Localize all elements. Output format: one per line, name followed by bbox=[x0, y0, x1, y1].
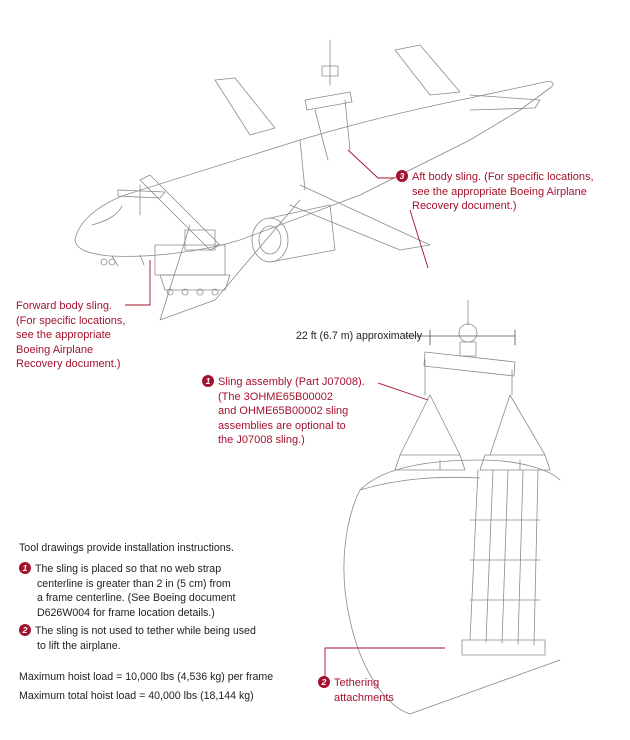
crane bbox=[117, 174, 231, 296]
dimension-label: 22 ft (6.7 m) approximately bbox=[296, 330, 422, 342]
aft-callout-line-3: Recovery document.) bbox=[412, 200, 517, 212]
aft-hoist bbox=[304, 39, 353, 161]
aft-arrow-leader bbox=[409, 209, 429, 269]
forward-body-sling-callout: Forward body sling. (For specific locati… bbox=[16, 299, 125, 372]
sling-callout-line-2: (The 3OHME65B00002 bbox=[218, 390, 333, 403]
forward-leader-line bbox=[125, 260, 151, 306]
forward-callout-line-4: Boeing Airplane bbox=[16, 343, 94, 356]
spreader-beam bbox=[399, 299, 546, 456]
tethering-leader-line bbox=[324, 647, 445, 686]
sling-callout-line-4: assemblies are optional to bbox=[218, 419, 346, 432]
sling-leader-line bbox=[377, 382, 429, 401]
notes-intro: Tool drawings provide installation instr… bbox=[19, 542, 234, 554]
aft-leader-line bbox=[347, 149, 395, 179]
forward-callout-line-2: (For specific locations, bbox=[16, 314, 126, 327]
number-badge: 1 bbox=[202, 375, 214, 387]
sling-callout-line-5: the J07008 sling.) bbox=[218, 434, 305, 446]
max-total-hoist-load: Maximum total hoist load = 40,000 lbs (1… bbox=[19, 690, 254, 702]
max-hoist-load: Maximum hoist load = 10,000 lbs (4,536 k… bbox=[19, 671, 274, 683]
forward-callout-line-3: see the appropriate bbox=[16, 329, 111, 341]
number-badge: 2 bbox=[318, 676, 330, 688]
number-badge: 3 bbox=[396, 170, 408, 182]
tethering-line-2: attachments bbox=[334, 691, 394, 704]
dimension-line bbox=[404, 329, 516, 346]
forward-callout-line-5: Recovery document.) bbox=[16, 358, 121, 370]
sling-straps bbox=[394, 454, 551, 656]
aft-callout-line-2: see the appropriate Boeing Airplane bbox=[412, 185, 587, 198]
forward-callout-line-1: Forward body sling. bbox=[16, 300, 112, 312]
airplane-fuselage bbox=[74, 81, 554, 267]
sling-callout-line-3: and OHME65B00002 sling bbox=[218, 405, 349, 417]
number-badge: 2 bbox=[19, 624, 31, 636]
number-badge: 1 bbox=[19, 562, 31, 574]
airplane-engine bbox=[251, 204, 336, 263]
airplane-wings bbox=[159, 44, 541, 321]
